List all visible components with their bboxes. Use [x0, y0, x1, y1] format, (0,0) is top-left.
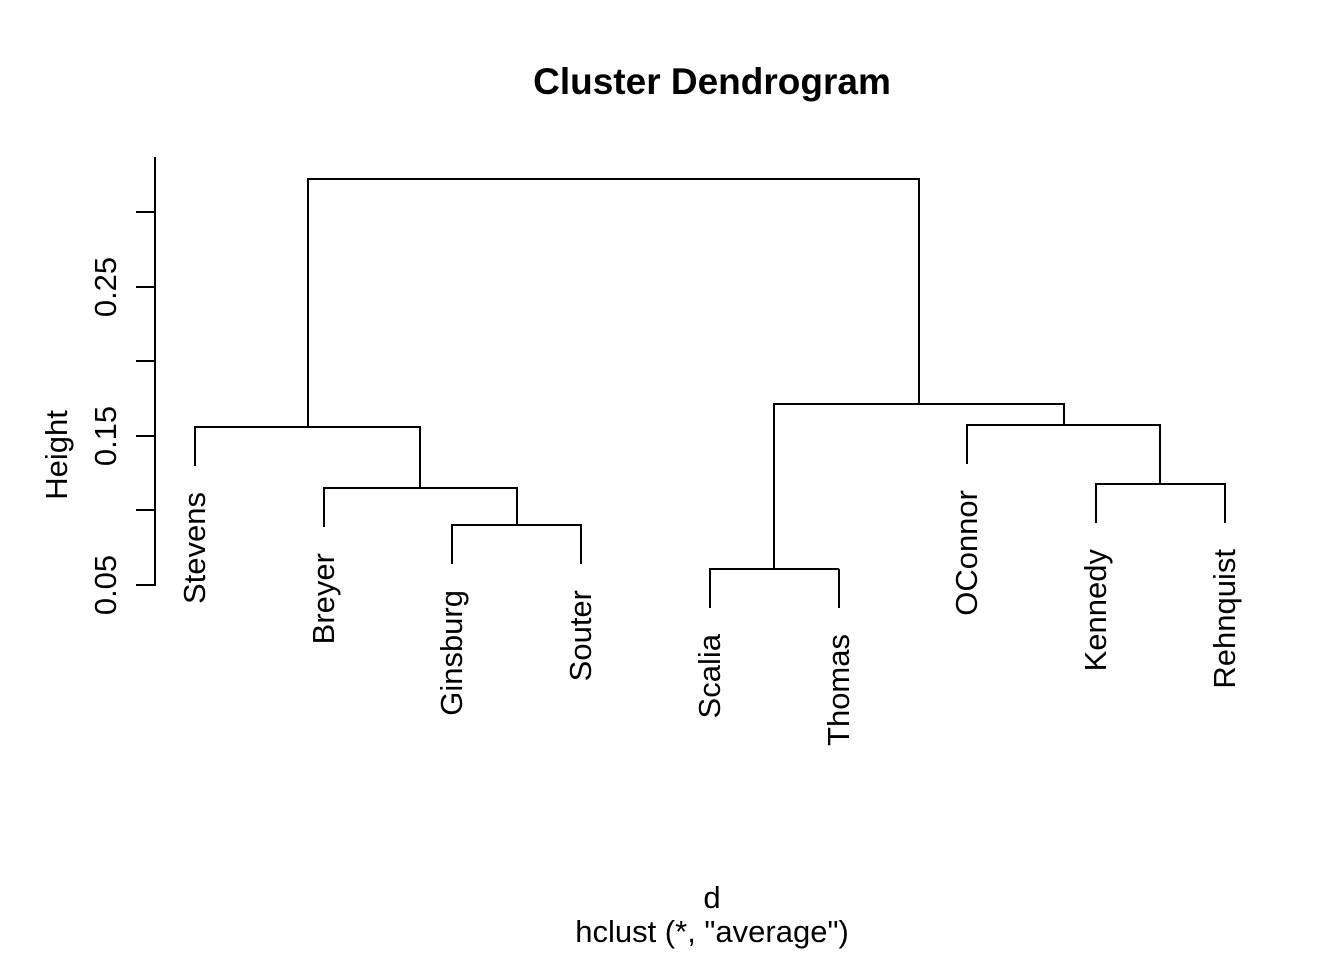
leaf-stub	[1223, 483, 1226, 523]
leaf-stub	[451, 525, 454, 565]
leaf-label-scalia: Scalia	[691, 633, 727, 719]
y-axis-tick-label: 0.25	[88, 256, 123, 317]
y-axis-line	[154, 156, 156, 586]
leaf-label-thomas: Thomas	[820, 633, 856, 746]
dendrogram-h-segment	[306, 178, 920, 181]
y-axis-tick	[136, 584, 156, 586]
leaf-label-kennedy: Kennedy	[1077, 548, 1113, 671]
dendrogram-h-segment	[708, 567, 840, 570]
dendrogram-v-segment	[917, 179, 920, 405]
dendrogram-h-segment	[966, 424, 1162, 427]
dendrogram-v-segment	[773, 404, 776, 569]
x-axis-label: d	[703, 880, 721, 915]
y-axis-tick	[136, 509, 156, 512]
leaf-stub	[194, 426, 196, 466]
y-axis-tick	[136, 285, 156, 288]
leaf-label-oconnor: OConnor	[949, 490, 985, 617]
leaf-label-breyer: Breyer	[305, 553, 341, 645]
dendrogram-h-segment	[451, 524, 583, 527]
leaf-stub	[837, 568, 840, 608]
dendrogram-v-segment	[419, 426, 422, 489]
dendrogram-v-segment	[1062, 404, 1065, 426]
leaf-label-rehnquist: Rehnquist	[1206, 548, 1242, 689]
y-axis-tick	[136, 211, 156, 213]
leaf-stub	[1094, 483, 1097, 523]
dendrogram-h-segment	[194, 425, 422, 428]
x-axis-sub-label: hclust (*, "average")	[575, 914, 849, 949]
leaf-stub	[966, 425, 969, 465]
y-axis-tick	[136, 434, 156, 437]
y-axis-tick-label: 0.15	[88, 405, 123, 466]
y-axis-tick	[136, 360, 156, 363]
y-axis-tick-label: 0.05	[88, 554, 123, 616]
dendrogram-v-segment	[306, 179, 309, 427]
dendrogram-v-segment	[1159, 425, 1162, 484]
dendrogram-v-segment	[515, 488, 518, 526]
leaf-label-stevens: Stevens	[177, 491, 212, 604]
leaf-label-souter: Souter	[563, 590, 599, 682]
leaf-stub	[322, 488, 325, 528]
leaf-stub	[580, 525, 583, 565]
y-axis-title: Height	[39, 410, 74, 500]
dendrogram-h-segment	[322, 487, 518, 490]
leaf-label-ginsburg: Ginsburg	[434, 590, 470, 717]
dendrogram-h-segment	[1094, 482, 1226, 485]
chart-title: Cluster Dendrogram	[533, 61, 891, 102]
dendrogram-h-segment	[773, 403, 1065, 406]
leaf-stub	[708, 568, 711, 608]
